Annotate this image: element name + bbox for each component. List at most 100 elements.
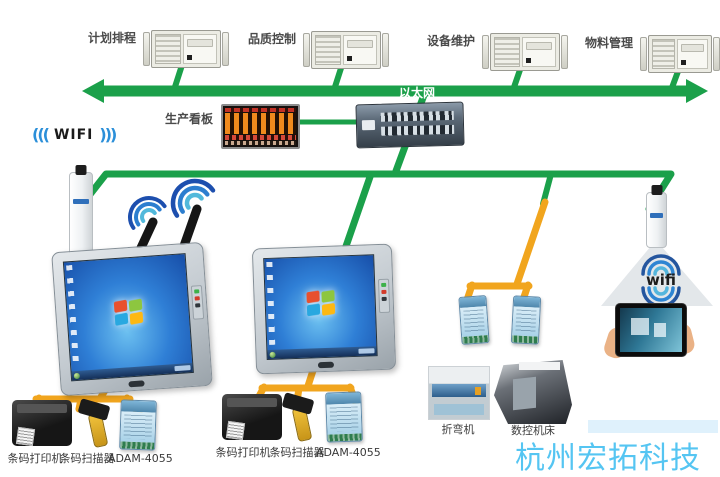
wifi-badge: ((( WIFI ))) [32, 125, 117, 144]
alarm-led [194, 296, 200, 301]
antenna-wifi-arcs-1 [128, 196, 167, 230]
scanner1-label: 条码扫描器 [59, 452, 115, 465]
server-face [342, 35, 377, 65]
wifi-right-label: wifi [645, 271, 677, 289]
adam1-label: ADAM-4055 [108, 452, 173, 465]
system-tray [358, 348, 375, 354]
touch-panel-pc-2 [251, 243, 397, 375]
led-row [225, 141, 296, 145]
machine-accent [475, 387, 481, 395]
touch-panel-pc-1 [51, 241, 213, 397]
machine-beam [432, 384, 486, 397]
ap-led-stripe [650, 213, 663, 218]
taskbar [71, 362, 193, 381]
adam-io-module-3 [458, 295, 490, 345]
printer1-label: 条码打印机 [7, 452, 63, 465]
system-tray [174, 365, 191, 372]
taskbar [267, 346, 377, 359]
switch-ports-row [380, 110, 454, 122]
server-label-material: 物料管理 [584, 36, 633, 50]
ethernet-bus-label: 以太网 [398, 86, 435, 100]
printer-label-output [15, 426, 36, 447]
server-face [521, 37, 556, 67]
power-led [381, 282, 387, 287]
ap-antenna-cap [75, 165, 87, 175]
barcode-printer-2 [222, 394, 282, 441]
drive-bay [525, 42, 552, 50]
alarm-led [381, 289, 387, 294]
server-planning [143, 30, 229, 68]
adam-label-area [326, 402, 362, 435]
scanner-head [77, 398, 111, 421]
server-quality [303, 31, 389, 69]
cnc-top-panel [518, 361, 560, 371]
panel2-drop-line [340, 170, 375, 256]
printer-lid [227, 398, 277, 407]
kanban-label: 生产看板 [164, 112, 213, 126]
switch-ports-row [381, 124, 455, 136]
bus-arrow-left [82, 79, 104, 103]
switch-label-chip [361, 119, 376, 131]
adam-terminal-block [511, 335, 539, 344]
scanner-head [281, 392, 315, 415]
adam-terminal-block [120, 441, 155, 450]
screen-content-block [654, 323, 667, 337]
server-handle [640, 37, 647, 71]
watermark-text: 杭州宏拓科技 [515, 442, 701, 475]
server-handle [482, 35, 489, 69]
ap-antenna-cap [651, 185, 662, 195]
server-vents [494, 37, 520, 67]
server-chassis [490, 33, 560, 71]
server-chassis [311, 31, 381, 69]
bezel-control-strip [377, 278, 391, 314]
front-button [128, 380, 145, 388]
drive-bay [681, 44, 704, 52]
desktop-icons-column [66, 265, 80, 367]
tablet-screen [620, 308, 682, 352]
server-handle [382, 33, 389, 67]
ap-led-stripe [73, 199, 89, 204]
server-handle [303, 33, 310, 67]
printer2-label: 条码打印机 [215, 446, 271, 459]
adam-label-area [512, 306, 540, 337]
server-face [677, 39, 708, 69]
led-row [225, 135, 296, 140]
server-vents [315, 35, 341, 65]
cnc-machine-photo [494, 360, 572, 424]
adam-label-area [460, 306, 489, 337]
cnc-window [512, 376, 537, 410]
screen-content-block [631, 317, 649, 336]
win7-desktop-screen [263, 254, 378, 361]
server-handle [143, 32, 150, 66]
front-button [317, 361, 335, 369]
server-maintenance [482, 33, 568, 71]
server-label-quality: 品质控制 [247, 32, 296, 46]
printer-lid [17, 404, 67, 413]
power-button [186, 55, 192, 60]
barcode-scanner-1 [76, 398, 116, 449]
cnc-machine-label: 数控机床 [511, 424, 555, 437]
adam-pair-cable [463, 198, 549, 304]
server-material [640, 35, 720, 73]
led-row [225, 108, 296, 112]
bus-arrow-right [686, 79, 708, 103]
adam-io-module-1 [119, 399, 157, 451]
server-handle [222, 32, 229, 66]
printer-label-output [225, 420, 246, 441]
start-orb-icon [73, 372, 81, 380]
bending-machine-photo [428, 366, 490, 420]
machine-base [434, 404, 484, 415]
bezel-control-strip [190, 285, 205, 320]
right-wifi-arcs-top [641, 254, 681, 276]
server-chassis [151, 30, 221, 68]
start-orb-icon [269, 351, 276, 358]
scanner2-label: 条码扫描器 [269, 446, 325, 459]
led-row [225, 113, 296, 134]
wifi-access-point-right [646, 185, 667, 248]
power-button [525, 58, 531, 63]
win7-desktop-screen [62, 253, 194, 382]
control-slot [381, 296, 387, 301]
server-face [182, 34, 217, 64]
barcode-scanner-2 [280, 392, 320, 443]
